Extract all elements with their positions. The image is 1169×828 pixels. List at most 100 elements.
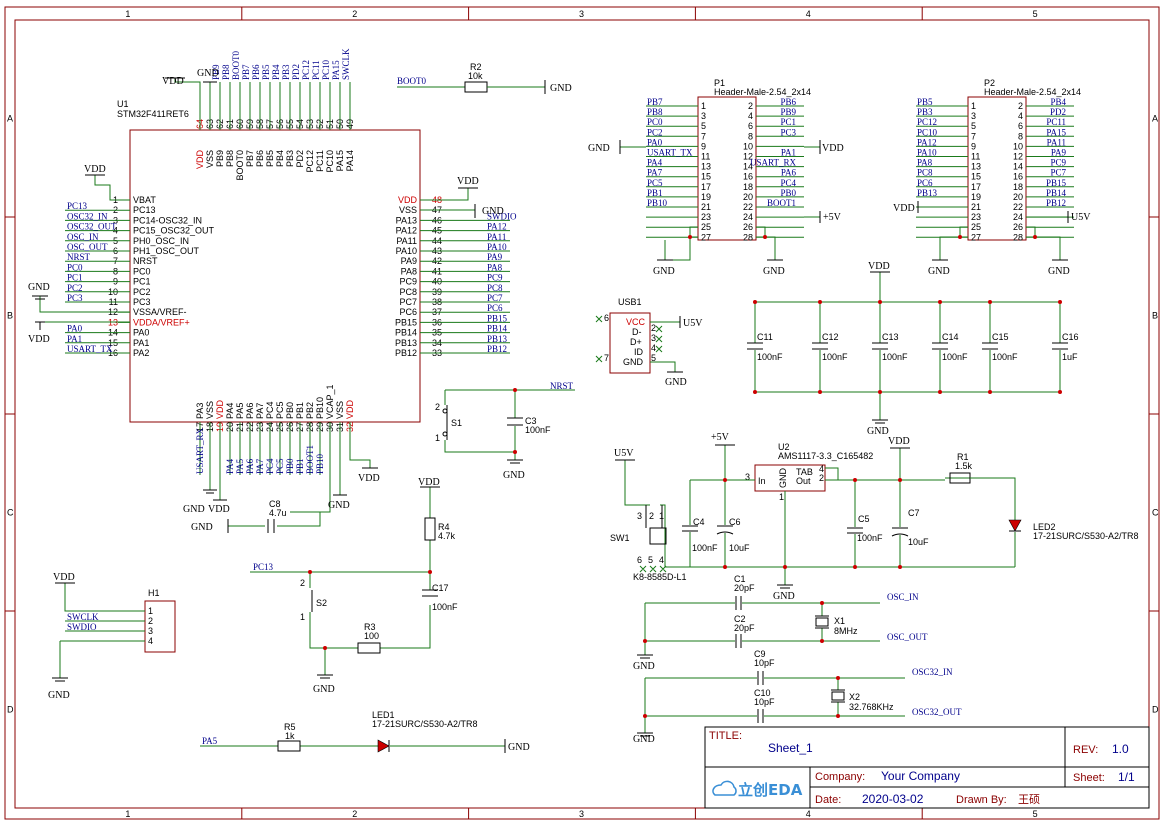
u1-pin-name: VDDA/VREF+ [133, 317, 190, 327]
u1-pin-name: PB2 [305, 402, 315, 419]
u1-pin-net: PB10 [315, 453, 325, 474]
usb1-num-6: 6 [604, 313, 609, 323]
capbank-ref: C13 [882, 332, 899, 342]
header-pin-num: 8 [748, 131, 753, 141]
row-marker-right: B [1152, 311, 1158, 321]
h1-body [144, 600, 176, 653]
u1-pin-net: PB3 [281, 64, 291, 80]
gnd-label-pin47: GND [482, 206, 504, 217]
usb1-connector[interactable]: USB1 VCC D- D+ ID GND 6 2 3 4 5 7 U5V GN… [595, 297, 703, 388]
c9-ref: C9 [754, 649, 766, 659]
u1-pin-name: PB7 [245, 150, 255, 167]
boot0-resistor-r2[interactable]: BOOT0 R2 10k GND [397, 62, 572, 94]
net-osc32-in: OSC32_IN [912, 667, 953, 677]
p1-ref: P1 [714, 78, 725, 88]
header-pin-num: 18 [743, 182, 753, 192]
u1-pin-net: PC1 [67, 273, 83, 283]
u1-pin-name: PB13 [395, 338, 417, 348]
header-pin-num: 11 [971, 152, 980, 162]
led1-circuit[interactable]: PA5 R5 1k GND LED1 17-21SURC/S530-A2/TR8 [200, 710, 530, 753]
header-pin-num: 14 [1013, 162, 1023, 172]
u1-pin-net: PA11 [487, 232, 506, 242]
led1-ref: LED1 [372, 710, 395, 720]
easyeda-logo: 立创EDA [712, 780, 803, 799]
u1-pin-net: PC5 [275, 458, 285, 474]
h1-pin-net: SWCLK [67, 612, 99, 622]
s2-ref: S2 [316, 598, 327, 608]
reset-switch-s1[interactable]: NRST 2 1 S1 C3 100nF GND [435, 381, 575, 481]
u1-pin-name: PA10 [396, 246, 417, 256]
u1-pin-net: PB4 [271, 64, 281, 80]
u1-pin-name: PB6 [255, 150, 265, 167]
capbank-val: 100nF [942, 352, 968, 362]
u1-pin-net: SWDIO [487, 211, 517, 221]
header-pin-net: PB6 [780, 97, 796, 107]
vdd-label-pin48: VDD [457, 176, 479, 187]
u1-pin-net: PA9 [487, 252, 503, 262]
decoupling-capacitor-bank[interactable]: VDD GND C11100nFC12100nFC13100nFC14100nF… [747, 261, 1079, 437]
u1-pin-net: PC6 [487, 303, 503, 313]
gnd-label-s2: GND [313, 684, 335, 695]
u1-pin-name: PC3 [133, 297, 151, 307]
s2-pin1: 1 [300, 612, 305, 622]
header-pin-net: PB0 [780, 188, 796, 198]
header-pin-num: 5 [701, 121, 706, 131]
u1-pin-net: PA4 [225, 458, 235, 474]
cloud-icon [712, 780, 737, 796]
row-marker-left: B [7, 311, 13, 321]
header-pin-num: 23 [971, 212, 981, 222]
p1-part: Header-Male-2.54_2x14 [714, 87, 811, 97]
header-pin-net: PC7 [1050, 168, 1066, 178]
header-pin-num: 15 [971, 172, 981, 182]
usb1-ref: USB1 [618, 297, 642, 307]
header-pin-num: 9 [971, 141, 976, 151]
c8-val: 4.7u [269, 508, 287, 518]
u1-pin-net: PC13 [67, 201, 88, 211]
header-pin-num: 12 [743, 152, 753, 162]
u1-pin-net: PA7 [255, 458, 265, 474]
gnd-label-capbank: GND [867, 426, 889, 437]
u1-pin-net: OSC_OUT [67, 242, 108, 252]
u2-in-label: In [758, 476, 766, 486]
usb1-pin-gnd: GND [623, 357, 644, 367]
sheet-label: Sheet: [1073, 772, 1105, 784]
row-marker-right: A [1152, 114, 1158, 124]
user-switch-s2-circuit[interactable]: PC13 VDD R4 4.7k C17 100nF 2 1 S2 R3 100… [250, 477, 458, 695]
p5v-label-u2: +5V [711, 432, 730, 443]
col-marker-bottom: 2 [352, 809, 357, 819]
crystal-circuits[interactable]: GND C1 20pF C2 20pF X1 8MHz OSC_IN OSC_O… [633, 574, 962, 745]
u1-pin-net: PB13 [487, 334, 508, 344]
usb1-num-7: 7 [604, 353, 609, 363]
header-pin-net: PB4 [1050, 97, 1066, 107]
sw1-pin1: 1 [659, 511, 664, 521]
header-pin-net: PC11 [1046, 117, 1066, 127]
u5v-label-p2: U5V [1071, 212, 1091, 223]
capbank-caps: C11100nFC12100nFC13100nFC14100nFC15100nF… [747, 300, 1079, 394]
gnd-label-x2: GND [633, 734, 655, 745]
header-pin-num: 21 [971, 202, 981, 212]
u1-pin-name: PC15_OSC32_OUT [133, 226, 215, 236]
u1-pin-net: SWCLK [341, 48, 351, 80]
u1-bottom-pins: 17PA3USART_RX18VSS19VDD20PA4PA421PA5PA52… [195, 384, 355, 475]
col-marker-top: 1 [125, 9, 130, 19]
header-pin-net: PA11 [1047, 137, 1066, 147]
power-supply-u2[interactable]: U2 AMS1117-3.3_C165482 In TAB Out GND 3 … [610, 432, 1139, 602]
sw1-power-switch[interactable]: 3 2 1 6 5 4 SW1 K8-8585D-L1 [610, 505, 687, 582]
u1-pin-name: PH0_OSC_IN [133, 236, 189, 246]
junction-dot [818, 300, 822, 304]
x1-val: 8MHz [834, 626, 858, 636]
usb1-num-5: 5 [651, 353, 656, 363]
title-label: TITLE: [709, 730, 742, 742]
header-pin-num: 3 [701, 111, 706, 121]
header-pin-num: 10 [743, 141, 753, 151]
u1-pin-net: PB6 [251, 64, 261, 80]
u1-pin-name: NRST [133, 256, 158, 266]
row-marker-right: C [1152, 508, 1159, 518]
u1-pin-net: OSC_IN [67, 232, 99, 242]
logo-text: 立创EDA [738, 781, 803, 799]
